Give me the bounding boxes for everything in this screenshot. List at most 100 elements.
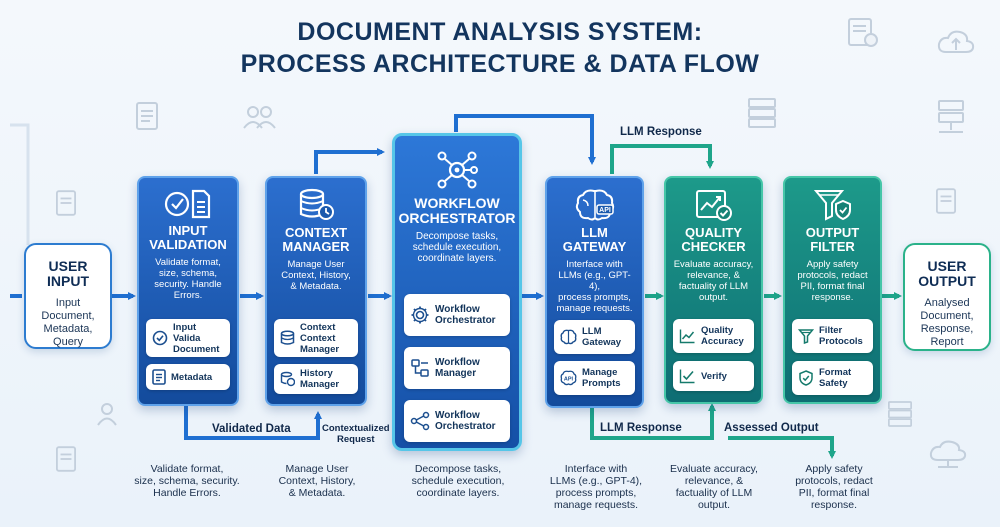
network-icon [936, 100, 966, 142]
arrow-llm-response-top [610, 144, 714, 174]
document-icon [56, 190, 76, 222]
bottom-line-3: & Metadata. [288, 487, 346, 499]
output-filter-title-l2: FILTER [810, 239, 855, 254]
context-manager-desc-l1: Manage User [287, 259, 345, 270]
bottom-desc-orchestrator: Decompose tasks,schedule execution,coord… [394, 463, 522, 499]
user-icon [96, 402, 118, 432]
checklist-icon [848, 18, 878, 54]
sub-label-l1: Quality [701, 325, 734, 336]
context-manager-desc-l2: Context, History, [281, 270, 351, 281]
llm-gateway-title-l2: GATEWAY [562, 239, 627, 254]
quality-checker-desc-l2: relevance, & [687, 270, 740, 281]
llm-gateway-desc-l1: Interface with [566, 259, 623, 270]
sub-metadata[interactable]: Metadata [146, 364, 230, 390]
quality-checker-desc-l4: output. [698, 292, 729, 303]
bottom-line-4: response. [810, 499, 858, 511]
user-input-desc-l2: Document, [41, 310, 95, 322]
quality-checker-desc-l1: Evaluate accuracy, [673, 259, 754, 270]
check-circle-icon [152, 330, 168, 346]
user-output-desc-l1: Analysed [924, 297, 970, 309]
output-filter-desc-l4: response. [811, 292, 854, 303]
bottom-line-2: Context, History, [278, 475, 356, 487]
trend-chart-icon [679, 329, 695, 344]
bottom-line-1: Manage User [285, 463, 349, 475]
user-input-desc-l1: Input [55, 297, 81, 309]
user-input-desc-l3: Metadata, [43, 323, 93, 335]
svg-text:API: API [599, 207, 611, 214]
document-icon [136, 102, 158, 136]
gear-icon [411, 306, 429, 324]
bottom-line-3: factuality of LLM [675, 487, 753, 499]
sub-label-l3: Document [173, 343, 220, 355]
sub-verify[interactable]: Verify [673, 361, 754, 391]
cloud-upload-icon [936, 28, 976, 62]
sub-label: Metadata [171, 371, 213, 383]
arrow-assessed-output [728, 436, 836, 459]
user-input-title-l1: USER [48, 258, 88, 274]
sub-label-l1: Workflow [435, 357, 480, 368]
user-output-title-l2: OUTPUT [918, 273, 976, 289]
input-validation-title-l1: INPUT [168, 223, 208, 238]
context-manager-title-l1: CONTEXT [284, 225, 348, 240]
document-icon [56, 446, 76, 478]
sub-label-l1: Context [300, 321, 336, 333]
bottom-desc-quality-checker: Evaluate accuracy,relevance, &factuality… [658, 463, 770, 511]
page-title-line-2: PROCESS ARCHITECTURE & DATA FLOW [240, 50, 760, 78]
funnel-icon [798, 329, 814, 344]
label-llm-response-bottom: LLM Response [600, 422, 682, 434]
output-filter-desc-l3: PII, format final [800, 281, 865, 292]
label-llm-response-top: LLM Response [620, 126, 702, 138]
network-hub-icon [437, 151, 478, 189]
sub-label-l2: Accuracy [701, 336, 744, 347]
clock-history-icon [280, 371, 295, 387]
bottom-line-1: Apply safety [805, 463, 863, 475]
output-filter-desc-l1: Apply safety [806, 259, 859, 270]
output-filter-title-l1: OUTPUT [805, 225, 860, 240]
bottom-line-1: Evaluate accuracy, [670, 463, 758, 475]
context-manager-title-l2: MANAGER [282, 239, 350, 254]
sub-label-l2: Manager [435, 368, 477, 379]
sub-label-l2: Prompts [582, 378, 621, 389]
funnel-shield-icon [813, 190, 851, 221]
orchestrator-title-l1: WORKFLOW [414, 195, 500, 211]
users-icon [242, 104, 276, 136]
llm-gateway-desc-l4: manage requests. [556, 303, 633, 314]
sub-label-l1: History [300, 368, 333, 379]
bottom-line-3: PII, format final [798, 487, 870, 499]
sub-label-l1: Manage [582, 367, 618, 378]
workflow-steps-icon [411, 359, 429, 377]
bottom-line-2: LLMs (e.g., GPT-4), [549, 475, 643, 487]
database-history-icon [299, 188, 334, 220]
user-output-desc-l4: Report [930, 336, 964, 348]
check-document-icon [164, 189, 211, 219]
bottom-line-3: coordinate layers. [416, 487, 500, 499]
user-output-title-l1: USER [927, 258, 967, 274]
bottom-line-2: protocols, redact [795, 475, 873, 487]
label-assessed-output: Assessed Output [724, 422, 819, 434]
cloud-network-icon [928, 440, 968, 476]
orchestrator-desc-l1: Decompose tasks, [415, 231, 499, 242]
file-text-icon [152, 369, 166, 385]
input-validation-desc-l4: Errors. [173, 290, 203, 301]
